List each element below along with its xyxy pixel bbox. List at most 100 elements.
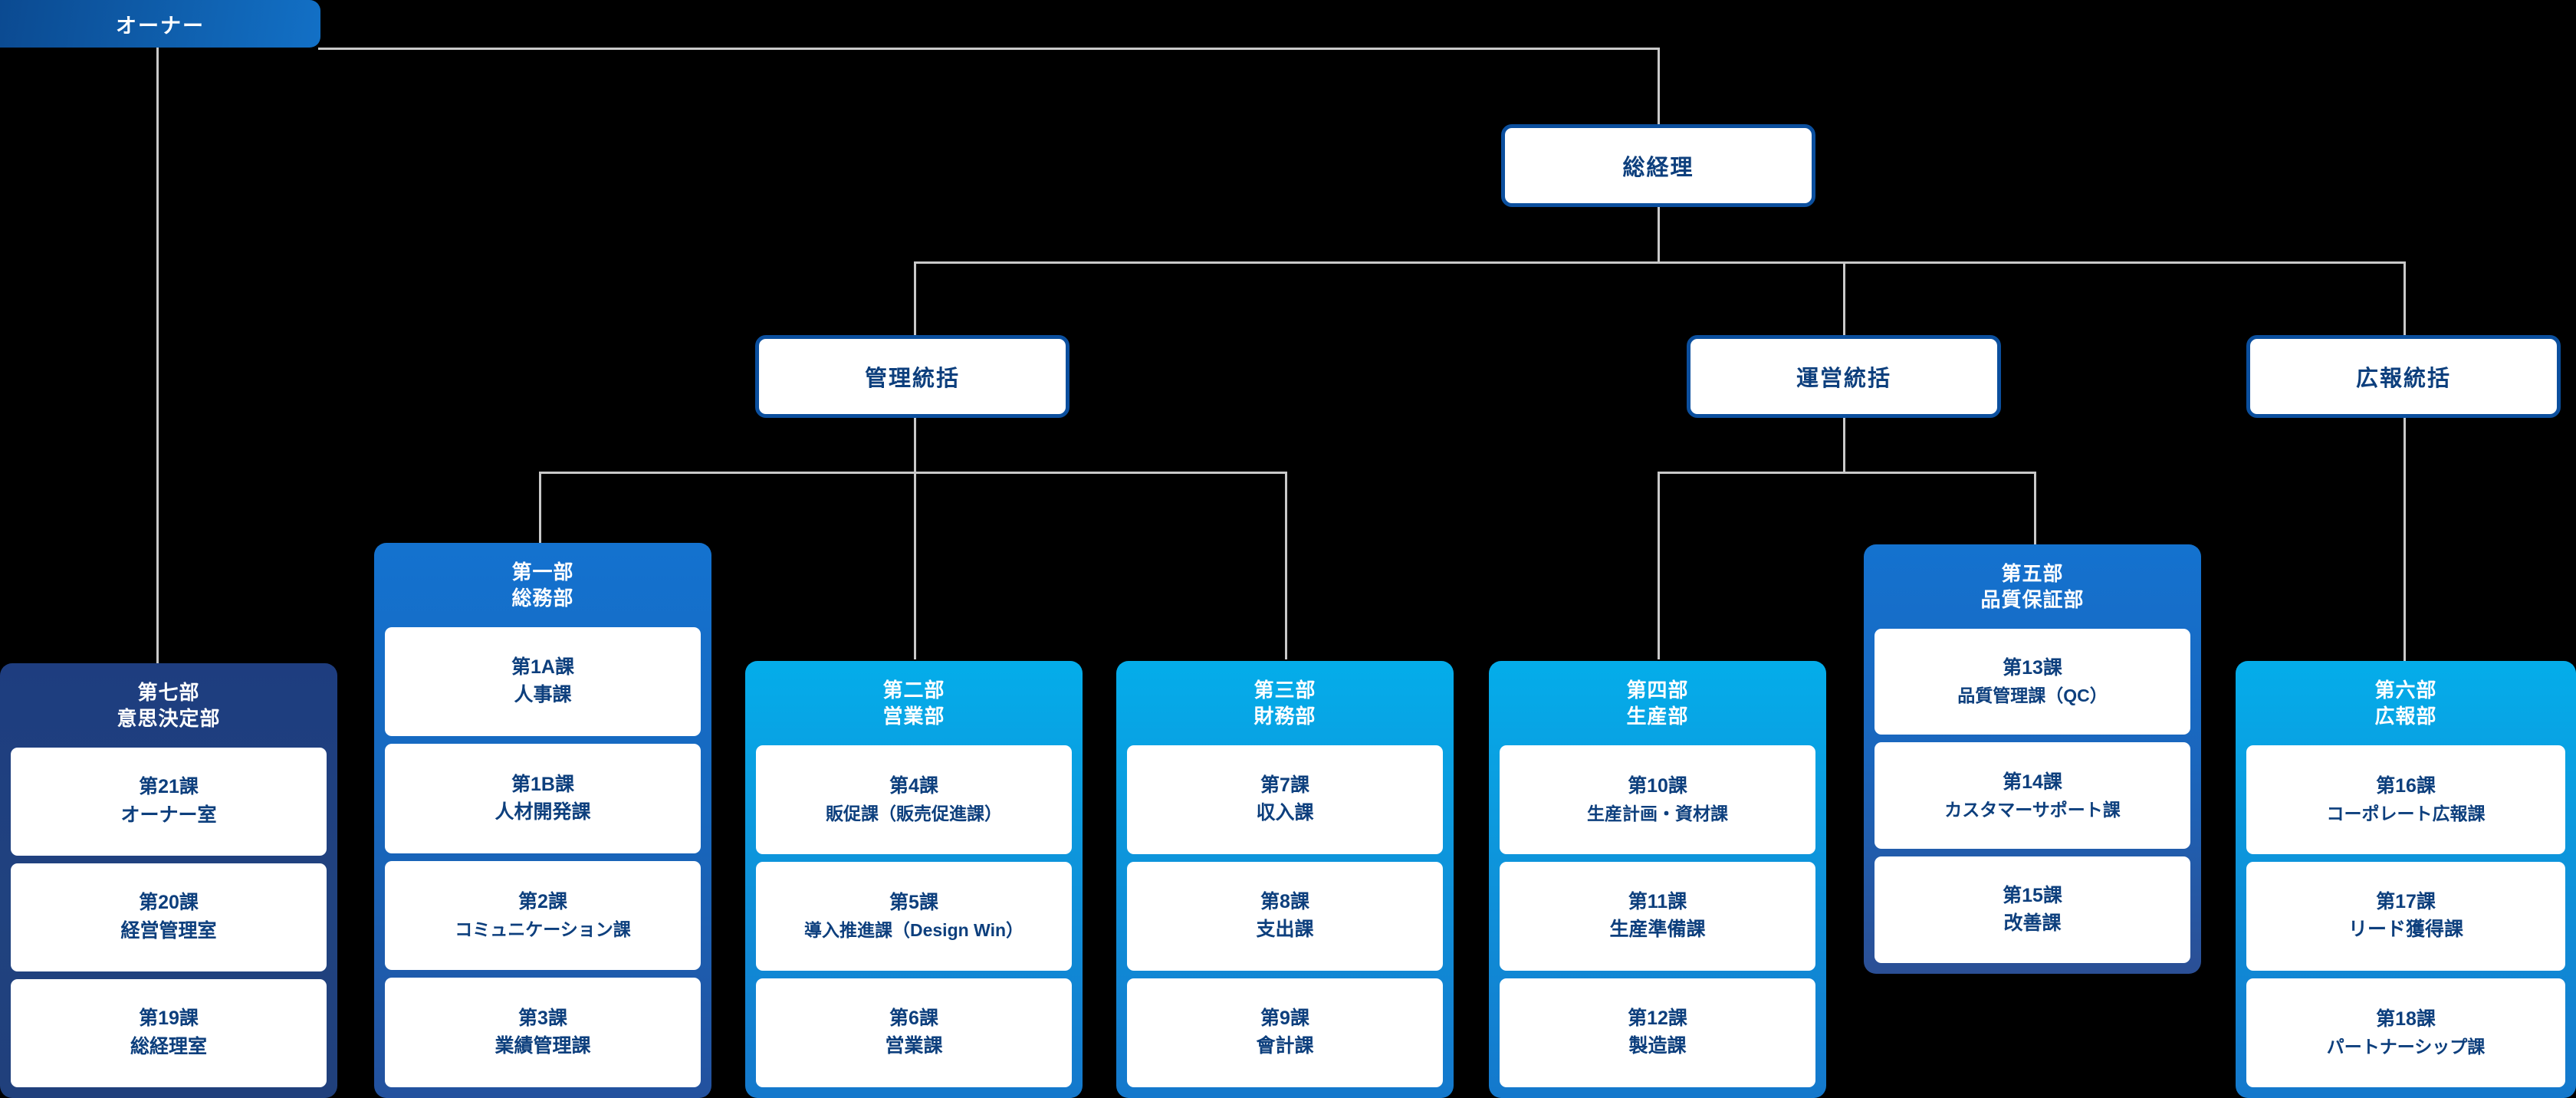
exec-box-kanri[interactable]: 管理統括 xyxy=(755,335,1070,418)
department-dept5[interactable]: 第五部品質保証部 第13課 品質管理課（QC） 第14課 カスタマーサポート課 … xyxy=(1864,544,2201,974)
unit-code: 第15課 xyxy=(2003,884,2062,906)
unit-name: 會計課 xyxy=(1256,1035,1314,1057)
unit-card[interactable]: 第16課 コーポレート広報課 xyxy=(2246,745,2565,854)
unit-card[interactable]: 第14課 カスタマーサポート課 xyxy=(1875,742,2190,850)
unit-name: 販促課（販売促進課） xyxy=(826,803,1002,824)
unit-card[interactable]: 第6課 営業課 xyxy=(756,978,1072,1088)
department-dept7[interactable]: 第七部意思決定部 第21課 オーナー室 第20課 経営管理室 第19課 総経理室 xyxy=(0,663,337,1098)
unit-name: 改善課 xyxy=(2003,912,2062,935)
unit-code: 第7課 xyxy=(1260,774,1309,796)
department-name-dept6: 広報部 xyxy=(2374,704,2437,728)
unit-code: 第4課 xyxy=(889,775,938,797)
owner-label: オーナー xyxy=(116,14,205,38)
unit-code: 第17課 xyxy=(2376,890,2436,912)
unit-name: 総経理室 xyxy=(130,1035,207,1057)
unit-code: 第11課 xyxy=(1628,890,1687,912)
connector-unei-to-dept4 xyxy=(1658,472,1660,659)
connector-bus-to-kanri xyxy=(914,261,916,353)
unit-card[interactable]: 第3課 業績管理課 xyxy=(385,978,701,1088)
connector-kouhou-to-dept6 xyxy=(2404,416,2406,662)
connector-unei-to-dept5 xyxy=(2034,472,2036,544)
unit-card[interactable]: 第19課 総経理室 xyxy=(11,978,327,1088)
department-name-dept2: 営業部 xyxy=(882,704,945,728)
unit-card[interactable]: 第5課 導入推進課（Design Win） xyxy=(756,861,1072,971)
unit-card[interactable]: 第8課 支出課 xyxy=(1127,861,1443,971)
exec-box-kouhou[interactable]: 広報統括 xyxy=(2246,335,2561,418)
connector-ceo-drop xyxy=(1658,48,1660,126)
unit-name: オーナー室 xyxy=(120,804,217,826)
unit-card[interactable]: 第21課 オーナー室 xyxy=(11,747,327,856)
unit-name: コミュニケーション課 xyxy=(455,919,631,939)
exec-box-unei[interactable]: 運営統括 xyxy=(1687,335,2001,418)
unit-card[interactable]: 第17課 リード獲得課 xyxy=(2246,861,2565,971)
unit-card[interactable]: 第9課 會計課 xyxy=(1127,978,1443,1088)
unit-name: 業績管理課 xyxy=(495,1035,591,1057)
department-title-dept1: 第一部総務部 xyxy=(385,543,701,627)
unit-name: 収入課 xyxy=(1256,802,1314,824)
unit-card[interactable]: 第11課 生産準備課 xyxy=(1500,861,1815,971)
unit-name: 経営管理室 xyxy=(120,919,217,942)
unit-name: 人事課 xyxy=(514,684,572,706)
department-dept3[interactable]: 第三部財務部 第7課 収入課 第8課 支出課 第9課 會計課 xyxy=(1116,661,1454,1098)
unit-code: 第2課 xyxy=(518,891,567,913)
department-dept6[interactable]: 第六部広報部 第16課 コーポレート広報課 第17課 リード獲得課 第18課 パ… xyxy=(2236,661,2576,1098)
connector-kanri-to-dept2 xyxy=(914,472,916,659)
department-dept2[interactable]: 第二部営業部 第4課 販促課（販売促進課） 第5課 導入推進課（Design W… xyxy=(745,661,1083,1098)
unit-card[interactable]: 第1A課 人事課 xyxy=(385,626,701,737)
exec-label-kouhou: 広報統括 xyxy=(2355,367,2451,391)
unit-card[interactable]: 第2課 コミュニケーション課 xyxy=(385,860,701,971)
department-title-dept7: 第七部意思決定部 xyxy=(11,663,327,748)
department-name-dept1: 総務部 xyxy=(511,586,574,610)
connector-kanri-to-dept3 xyxy=(1285,472,1287,659)
unit-name: 製造課 xyxy=(1628,1035,1687,1057)
department-dept1[interactable]: 第一部総務部 第1A課 人事課 第1B課 人材開発課 第2課 コミュニケーション… xyxy=(374,543,711,1098)
department-code-dept2: 第二部 xyxy=(882,679,945,702)
unit-code: 第19課 xyxy=(139,1008,199,1030)
unit-card[interactable]: 第4課 販促課（販売促進課） xyxy=(756,745,1072,854)
unit-name: 導入推進課（Design Win） xyxy=(803,919,1024,940)
unit-name: 生産計画・資材課 xyxy=(1587,803,1728,824)
connector-ceo-stem xyxy=(1658,205,1660,263)
unit-code: 第10課 xyxy=(1628,775,1687,797)
unit-name: 人材開発課 xyxy=(495,801,591,823)
connector-unei-stem xyxy=(1843,416,1845,473)
unit-name: リード獲得課 xyxy=(2348,919,2463,941)
connector-kanri-stem xyxy=(914,416,916,473)
exec-box-ceo[interactable]: 総経理 xyxy=(1501,124,1815,207)
unit-code: 第16課 xyxy=(2376,775,2436,797)
unit-code: 第8課 xyxy=(1260,890,1309,912)
department-dept4[interactable]: 第四部生産部 第10課 生産計画・資材課 第11課 生産準備課 第12課 製造課 xyxy=(1489,661,1826,1098)
connector-exec-bus xyxy=(914,261,2406,264)
unit-card[interactable]: 第18課 パートナーシップ課 xyxy=(2246,978,2565,1088)
unit-name: カスタマーサポート課 xyxy=(1944,799,2121,820)
department-name-dept7: 意思決定部 xyxy=(117,706,221,730)
unit-code: 第12課 xyxy=(1628,1007,1687,1029)
unit-name: 支出課 xyxy=(1256,919,1314,941)
unit-card[interactable]: 第20課 経営管理室 xyxy=(11,863,327,971)
unit-card[interactable]: 第12課 製造課 xyxy=(1500,978,1815,1088)
unit-name: 品質管理課（QC） xyxy=(1957,685,2108,705)
exec-label-unei: 運営統括 xyxy=(1796,367,1891,391)
unit-code: 第5課 xyxy=(889,892,938,914)
unit-card[interactable]: 第13課 品質管理課（QC） xyxy=(1875,628,2190,735)
unit-card[interactable]: 第15課 改善課 xyxy=(1875,856,2190,963)
unit-code: 第18課 xyxy=(2376,1008,2436,1031)
exec-label-kanri: 管理統括 xyxy=(864,367,960,391)
department-code-dept3: 第三部 xyxy=(1254,679,1316,702)
department-code-dept4: 第四部 xyxy=(1626,679,1689,702)
unit-name: 生産準備課 xyxy=(1609,919,1706,941)
owner-box[interactable]: オーナー xyxy=(0,0,320,48)
connector-kanri-bus xyxy=(539,472,1287,474)
department-title-dept6: 第六部広報部 xyxy=(2246,661,2565,745)
department-title-dept4: 第四部生産部 xyxy=(1500,661,1815,745)
department-title-dept5: 第五部品質保証部 xyxy=(1875,544,2190,629)
unit-code: 第1B課 xyxy=(511,773,574,795)
connector-owner-to-dept7 xyxy=(156,48,159,665)
unit-card[interactable]: 第10課 生産計画・資材課 xyxy=(1500,745,1815,854)
unit-name: パートナーシップ課 xyxy=(2326,1036,2486,1057)
unit-card[interactable]: 第7課 収入課 xyxy=(1127,745,1443,854)
exec-label-ceo: 総経理 xyxy=(1622,156,1694,180)
department-code-dept6: 第六部 xyxy=(2374,679,2437,702)
unit-code: 第14課 xyxy=(2003,771,2062,794)
unit-card[interactable]: 第1B課 人材開発課 xyxy=(385,744,701,853)
